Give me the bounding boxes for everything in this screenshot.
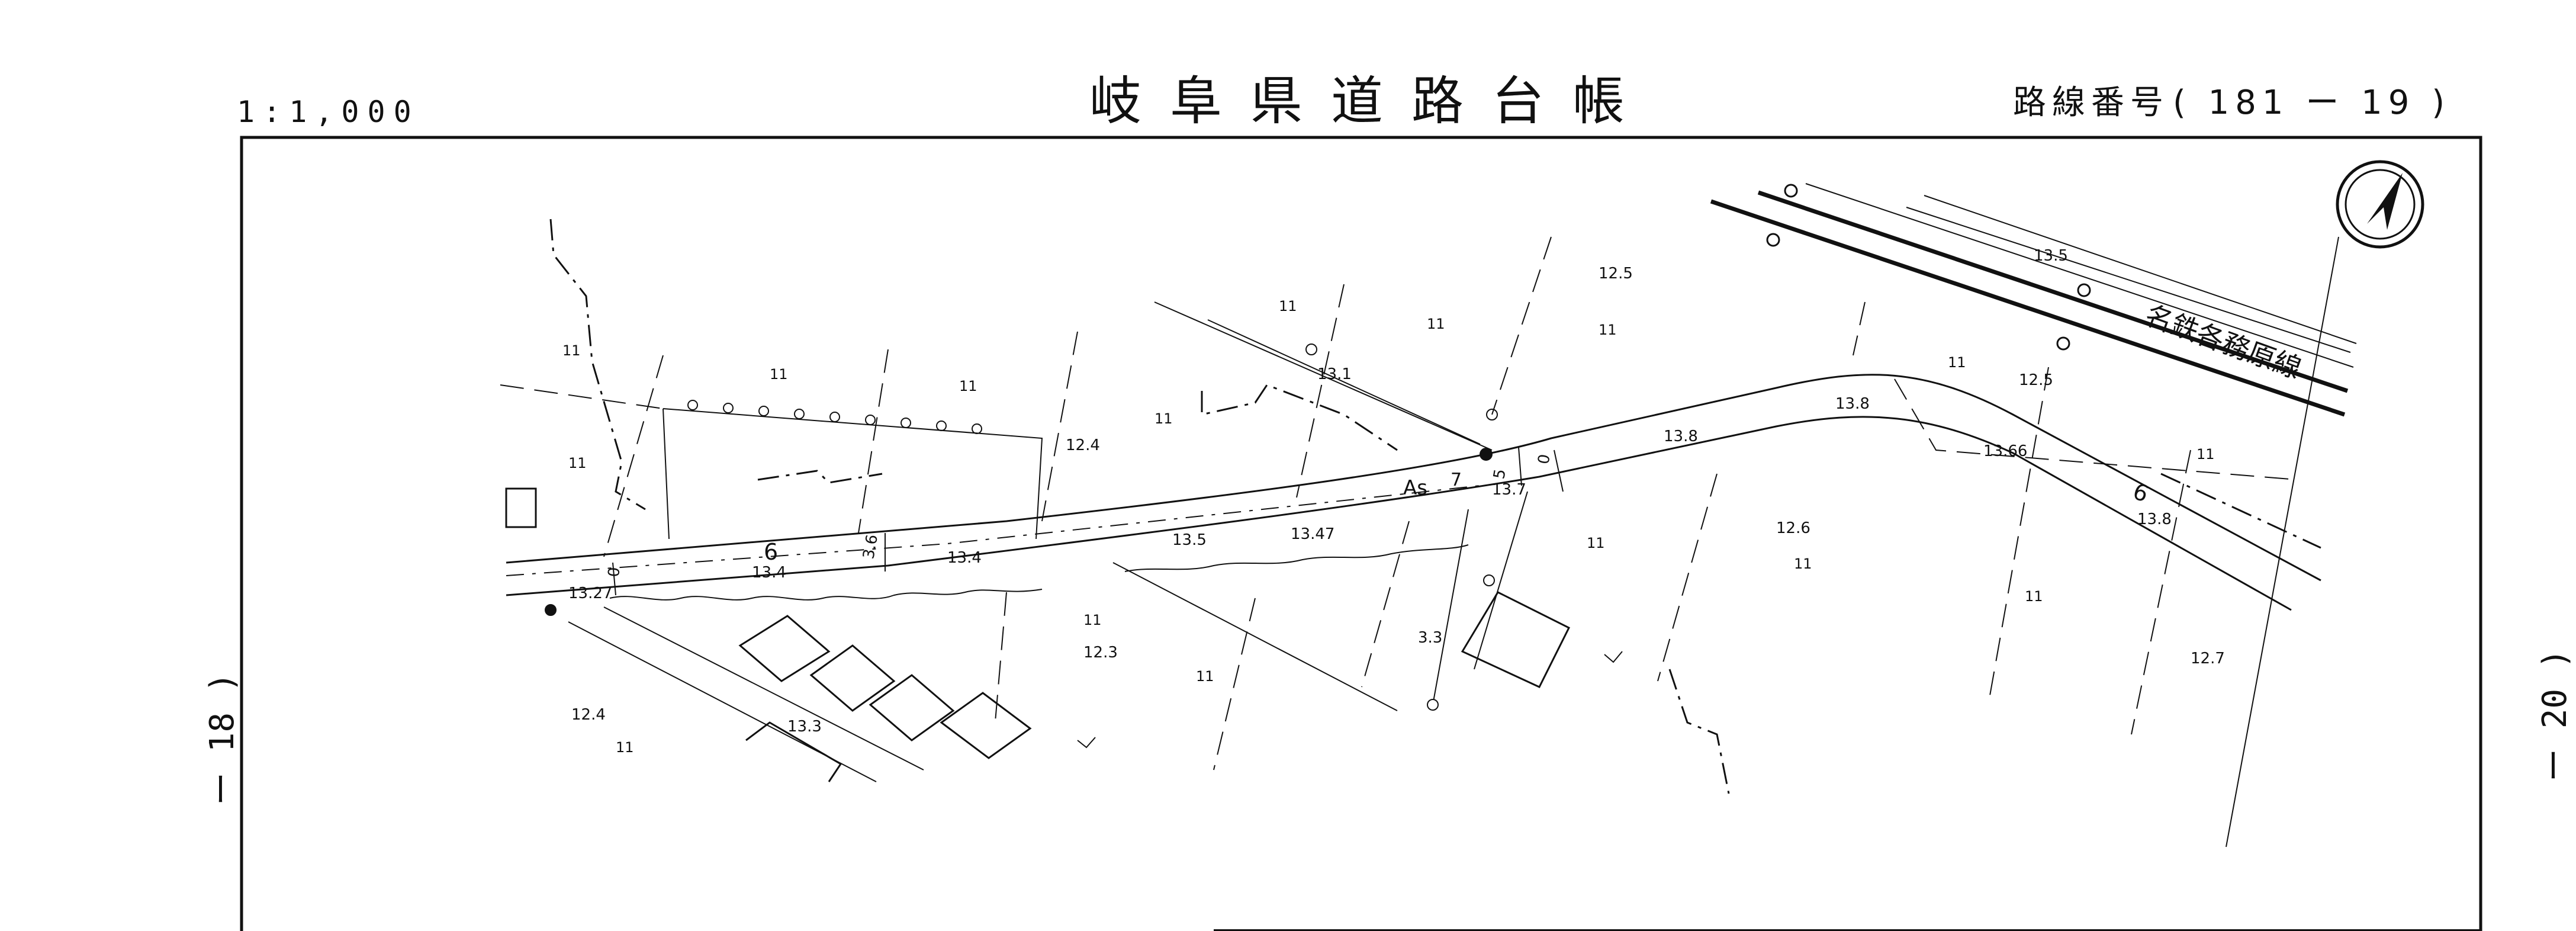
side-roads [568, 236, 2339, 847]
svg-text:11: 11 [2025, 588, 2043, 605]
pavement-type-label: As [1403, 476, 1427, 500]
svg-text:0: 0 [605, 567, 623, 578]
svg-text:13.1: 13.1 [1317, 365, 1352, 383]
svg-text:11: 11 [568, 455, 587, 471]
svg-text:11: 11 [1154, 410, 1173, 427]
railway-line [1710, 183, 2357, 417]
svg-text:12.7: 12.7 [2191, 650, 2225, 667]
svg-text:12.4: 12.4 [1066, 436, 1100, 454]
map-frame [240, 136, 2482, 931]
elevation-labels: 13.5 12.5 12.5 13.1 12.4 13.8 13.8 13.66… [568, 247, 2225, 736]
svg-text:13.4: 13.4 [947, 549, 982, 567]
svg-text:3.3: 3.3 [1418, 629, 1442, 647]
svg-text:13.66: 13.66 [1983, 442, 2027, 460]
svg-text:13.47: 13.47 [1291, 525, 1334, 543]
svg-text:11: 11 [1587, 535, 1605, 551]
svg-text:12.6: 12.6 [1776, 519, 1810, 537]
parcel-boundaries [500, 236, 2298, 771]
svg-text:0: 0 [1535, 453, 1554, 466]
svg-text:13.27: 13.27 [568, 585, 612, 602]
svg-text:5: 5 [1490, 468, 1509, 481]
north-arrow-icon [2336, 160, 2424, 249]
svg-text:13.7: 13.7 [1492, 481, 1526, 499]
svg-text:12.4: 12.4 [571, 706, 606, 724]
buildings [505, 487, 1571, 782]
svg-text:13.8: 13.8 [2137, 511, 2172, 528]
svg-text:11: 11 [1599, 322, 1617, 338]
fence-line [663, 400, 1043, 540]
svg-text:11: 11 [562, 342, 581, 359]
svg-text:11: 11 [959, 378, 977, 394]
route-code: ( 181 ー 19 ) [2173, 84, 2451, 122]
svg-text:12.5: 12.5 [1599, 265, 1633, 282]
svg-text:12.5: 12.5 [2019, 371, 2053, 389]
svg-text:11: 11 [1427, 316, 1445, 332]
parcel-marks: 11 11 11 11 11 11 11 11 11 11 11 11 11 1… [562, 298, 2215, 756]
svg-text:6: 6 [764, 539, 778, 565]
svg-text:6: 6 [2130, 478, 2152, 508]
leader-lines [545, 447, 1623, 749]
svg-text:11: 11 [2196, 446, 2215, 463]
route-number: 路線番号( 181 ー 19 ) [2013, 76, 2454, 124]
svg-text:11: 11 [1083, 612, 1102, 628]
svg-text:13.5: 13.5 [2034, 247, 2068, 265]
svg-text:11: 11 [1948, 354, 1966, 371]
svg-text:13.8: 13.8 [1835, 395, 1870, 413]
page-title: 岐阜県道路台帳 [1089, 70, 1654, 131]
svg-text:13.4: 13.4 [752, 564, 786, 582]
svg-text:13.5: 13.5 [1172, 531, 1207, 549]
boundary-dashdot [549, 219, 2321, 794]
svg-text:13.3: 13.3 [787, 718, 822, 736]
route-label: 路線番号 [2013, 84, 2169, 122]
road-width-labels: 6 6 7 3.6 0 5 0 [605, 453, 2152, 578]
svg-text:11: 11 [1279, 298, 1297, 314]
svg-text:11: 11 [1794, 556, 1812, 572]
svg-text:3.6: 3.6 [860, 533, 882, 560]
svg-text:11: 11 [616, 739, 634, 756]
svg-text:13.8: 13.8 [1664, 428, 1698, 445]
svg-text:11: 11 [770, 366, 788, 383]
svg-text:7: 7 [1451, 470, 1462, 490]
svg-text:12.3: 12.3 [1083, 644, 1118, 662]
svg-text:11: 11 [1196, 668, 1214, 685]
map-scale: 1:1,000 [237, 95, 420, 129]
